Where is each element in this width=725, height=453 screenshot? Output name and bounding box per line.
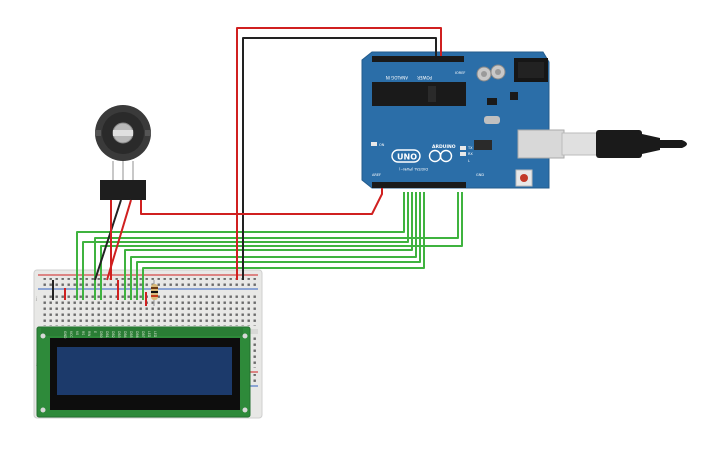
lcd-pin-label: RW	[87, 331, 91, 337]
uno-label: UNO	[397, 153, 417, 162]
lcd-pin-label: DB3	[117, 331, 121, 338]
wire-green[interactable]	[82, 192, 409, 300]
lcd-pin-label: DB4	[123, 331, 127, 338]
wire-green[interactable]	[100, 192, 463, 300]
potentiometer[interactable]	[95, 105, 151, 200]
lcd-pin-label: DB2	[111, 331, 115, 338]
breadboard-row-label: j	[35, 296, 37, 301]
wire-red[interactable]	[140, 188, 383, 215]
digital-header[interactable]	[372, 182, 466, 188]
aref-label: AREF	[372, 173, 381, 177]
wire-black[interactable]	[94, 199, 122, 281]
wire-red[interactable]	[236, 27, 442, 280]
microcontroller-chip	[372, 82, 466, 106]
lcd-pin-label: DB6	[135, 331, 139, 338]
analog-in-label: ANALOG IN	[386, 75, 408, 80]
arduino-brand-label: ARDUINO	[432, 144, 456, 150]
lcd-pin-label: DB7	[141, 331, 145, 338]
gnd-label: GND	[476, 173, 484, 177]
wire-black[interactable]	[242, 37, 437, 280]
lcd-pin-label: GND	[63, 331, 67, 339]
arduino-uno[interactable]: ANALOG IN POWER IOREF TX RX L ON UNO A	[361, 51, 565, 189]
on-label: ON	[379, 143, 385, 147]
lcd-pin-label: DB1	[105, 331, 109, 338]
usb-cable[interactable]	[561, 130, 687, 158]
power-header[interactable]	[372, 56, 464, 62]
wires	[52, 27, 463, 306]
tx-label: TX	[467, 146, 473, 150]
rx-label: RX	[468, 152, 473, 156]
lcd-pin-label: RS	[81, 331, 85, 335]
wire-green[interactable]	[76, 192, 405, 300]
lcd-screen	[57, 347, 232, 395]
wire-green[interactable]	[94, 192, 459, 300]
lcd-pin-label: E	[93, 331, 97, 333]
usb-port[interactable]	[517, 129, 565, 159]
lcd-pin-label: VCC	[69, 331, 73, 338]
lcd-pin-label: LED	[153, 331, 157, 338]
lcd-pin-label: DB5	[129, 331, 133, 338]
lcd-pin-label: V0	[75, 331, 79, 335]
wire-green[interactable]	[142, 192, 425, 300]
digital-pwm-label: DIGITAL (PWM~)	[398, 167, 428, 171]
lcd-pin-label: DB0	[99, 331, 103, 338]
lcd-pin-label: LED	[147, 331, 151, 338]
power-label: POWER	[417, 75, 432, 80]
wire-green[interactable]	[124, 192, 413, 300]
wire-green[interactable]	[130, 192, 417, 300]
wire-green[interactable]	[136, 192, 421, 300]
l-label: L	[468, 159, 470, 163]
ioref-label: IOREF	[455, 71, 465, 75]
arduino-logo: UNO ARDUINO	[391, 144, 456, 163]
resistor[interactable]	[151, 280, 158, 306]
